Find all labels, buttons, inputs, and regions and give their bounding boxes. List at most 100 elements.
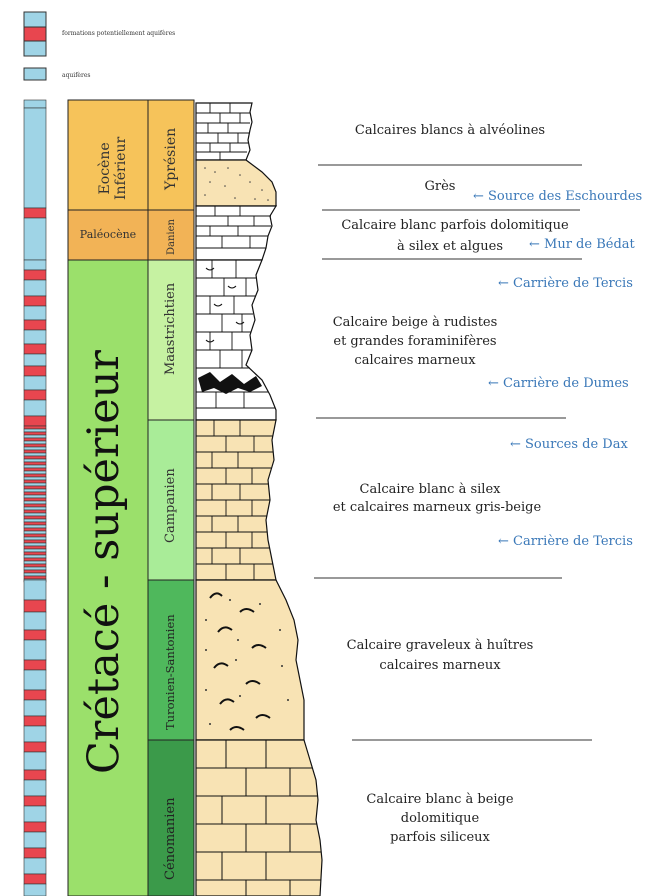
aquifer-bar-blue-segment bbox=[23, 500, 47, 505]
aquifer-bar-red-segment bbox=[23, 873, 47, 885]
aquifer-bar-blue-segment bbox=[23, 434, 47, 439]
aquifer-bar-red-segment bbox=[23, 659, 47, 671]
aquifer-bar-red-segment bbox=[23, 715, 47, 727]
aquifer-bar-blue-segment bbox=[23, 99, 47, 109]
aquifer-bar-blue-segment bbox=[23, 440, 47, 445]
label-eocene: Eocène Inférieur bbox=[97, 137, 129, 200]
desc-cenomanien-3: parfois siliceux bbox=[390, 830, 490, 845]
source-eschourdes: ← Source des Eschourdes bbox=[473, 189, 643, 204]
aquifer-bar-blue-segment bbox=[23, 353, 47, 367]
aquifer-bar-red-segment bbox=[23, 207, 47, 219]
aquifer-bar-blue-segment bbox=[23, 107, 47, 209]
aquifer-bar-red-segment bbox=[23, 629, 47, 641]
aquifer-bar-red-segment bbox=[23, 455, 47, 460]
desc-maastrichtien-2: et grandes foraminifères bbox=[333, 334, 497, 349]
box-cenomanien bbox=[147, 739, 195, 896]
aquifer-bar-red-segment bbox=[23, 533, 47, 538]
aquifer-bar-red-segment bbox=[23, 449, 47, 454]
label-eocene-line2: Inférieur bbox=[113, 136, 129, 200]
aquifer-bar-red-segment bbox=[23, 527, 47, 532]
aquifer-bar-blue-segment bbox=[23, 751, 47, 771]
aquifer-bar-blue-segment bbox=[23, 883, 47, 896]
aquifer-bar-blue-segment bbox=[23, 446, 47, 451]
label-maastrichtien: Maastrichtien bbox=[163, 282, 178, 375]
source-carriere-tercis-2: ← Carrière de Tercis bbox=[498, 534, 633, 549]
aquifer-bar-blue-segment bbox=[23, 779, 47, 797]
aquifer-bar-blue-segment bbox=[23, 639, 47, 661]
label-paleocene: Paléocène bbox=[79, 228, 137, 241]
aquifer-bar-red-segment bbox=[23, 509, 47, 514]
desc-turonien-2: calcaires marneux bbox=[379, 658, 501, 673]
aquifer-bar-red-segment bbox=[23, 425, 47, 430]
desc-maastrichtien-3: calcaires marneux bbox=[354, 353, 476, 368]
aquifer-bar-red-segment bbox=[23, 563, 47, 568]
label-turonien: Turonien-Santonien bbox=[163, 614, 177, 730]
source-carriere-dumes: ← Carrière de Dumes bbox=[488, 376, 629, 391]
aquifer-bar-red-segment bbox=[23, 343, 47, 355]
aquifer-bar-red-segment bbox=[23, 415, 47, 427]
aquifer-bar-red-segment bbox=[23, 485, 47, 490]
label-campanien: Campanien bbox=[163, 468, 178, 543]
source-sources-dax-label: Sources de Dax bbox=[525, 437, 628, 452]
aquifer-bar-blue-segment bbox=[23, 217, 47, 261]
aquifer-bar-blue-segment bbox=[23, 536, 47, 541]
aquifer-bar-blue-segment bbox=[23, 279, 47, 297]
aquifer-bar-red-segment bbox=[23, 599, 47, 613]
desc-maastrichtien-1: Calcaire beige à rudistes bbox=[332, 315, 498, 330]
aquifer-bar-blue-segment bbox=[23, 566, 47, 571]
aquifer-bar-red-segment bbox=[23, 521, 47, 526]
aquifer-bar-blue-segment bbox=[23, 259, 47, 271]
aquifer-bar-red-segment bbox=[23, 575, 47, 580]
aquifer-bar-red-segment bbox=[23, 443, 47, 448]
desc-alveolines: Calcaires blancs à alvéolines bbox=[354, 123, 546, 138]
label-danien: Danien bbox=[166, 219, 177, 255]
aquifer-bar-red-segment bbox=[23, 539, 47, 544]
aquifer-bar-red-segment bbox=[23, 295, 47, 307]
aquifer-bar-blue-segment bbox=[23, 831, 47, 849]
aquifer-bar-red-segment bbox=[23, 795, 47, 807]
lithology-column bbox=[195, 102, 323, 896]
aquifer-bar-blue-segment bbox=[23, 482, 47, 487]
aquifer-bar-blue-segment bbox=[23, 669, 47, 691]
aquifer-bar-blue-segment bbox=[23, 476, 47, 481]
aquifer-bar-red-segment bbox=[23, 515, 47, 520]
aquifer-bar-red-segment bbox=[23, 473, 47, 478]
aquifer-bar-red-segment bbox=[23, 479, 47, 484]
aquifer-bar-red-segment bbox=[23, 491, 47, 496]
source-sources-dax: ← Sources de Dax bbox=[510, 437, 628, 452]
aquifer-bar-red-segment bbox=[23, 319, 47, 331]
aquifer-bar-red-segment bbox=[23, 569, 47, 574]
aquifer-bar-blue-segment bbox=[23, 805, 47, 823]
aquifer-bar-blue-segment bbox=[23, 560, 47, 565]
aquifer-bar-red-segment bbox=[23, 269, 47, 281]
aquifer-bar-blue-segment bbox=[23, 611, 47, 631]
aquifer-bar-blue-segment bbox=[23, 530, 47, 535]
aquifer-bar-blue-segment bbox=[23, 554, 47, 559]
source-mur-bedat: ← Mur de Bédat bbox=[529, 237, 635, 252]
label-cenomanien: Cénomanien bbox=[163, 797, 178, 880]
aquifer-bar-red-segment bbox=[23, 769, 47, 781]
aquifer-bar-red-segment bbox=[23, 557, 47, 562]
aquifer-bar-red-segment bbox=[23, 545, 47, 550]
aquifer-bar-red-segment bbox=[23, 467, 47, 472]
desc-danien-1: Calcaire blanc parfois dolomitique bbox=[341, 218, 569, 233]
aquifer-bar-blue-segment bbox=[23, 452, 47, 457]
aquifer-bar-blue-segment bbox=[23, 458, 47, 463]
desc-turonien-1: Calcaire graveleux à huîtres bbox=[346, 638, 534, 653]
aquifer-bar-red-segment bbox=[23, 389, 47, 401]
aquifer-bar-red-segment bbox=[23, 431, 47, 436]
aquifer-bar-blue-segment bbox=[23, 524, 47, 529]
desc-cenomanien-1: Calcaire blanc à beige bbox=[366, 792, 514, 807]
aquifer-bar-red-segment bbox=[23, 821, 47, 833]
aquifer-bar-blue-segment bbox=[23, 470, 47, 475]
label-cretace: Crétacé - supérieur bbox=[79, 350, 129, 774]
aquifer-bar-blue-segment bbox=[23, 399, 47, 417]
source-carriere-tercis-2-label: Carrière de Tercis bbox=[513, 534, 633, 549]
aquifer-bar-red-segment bbox=[23, 847, 47, 859]
aquifer-bar-blue-segment bbox=[23, 548, 47, 553]
label-ypresien: Yprésien bbox=[163, 127, 179, 190]
desc-campanien-1: Calcaire blanc à silex bbox=[359, 482, 501, 497]
aquifer-bar-blue-segment bbox=[23, 428, 47, 433]
aquifer-bar-red-segment bbox=[23, 741, 47, 753]
